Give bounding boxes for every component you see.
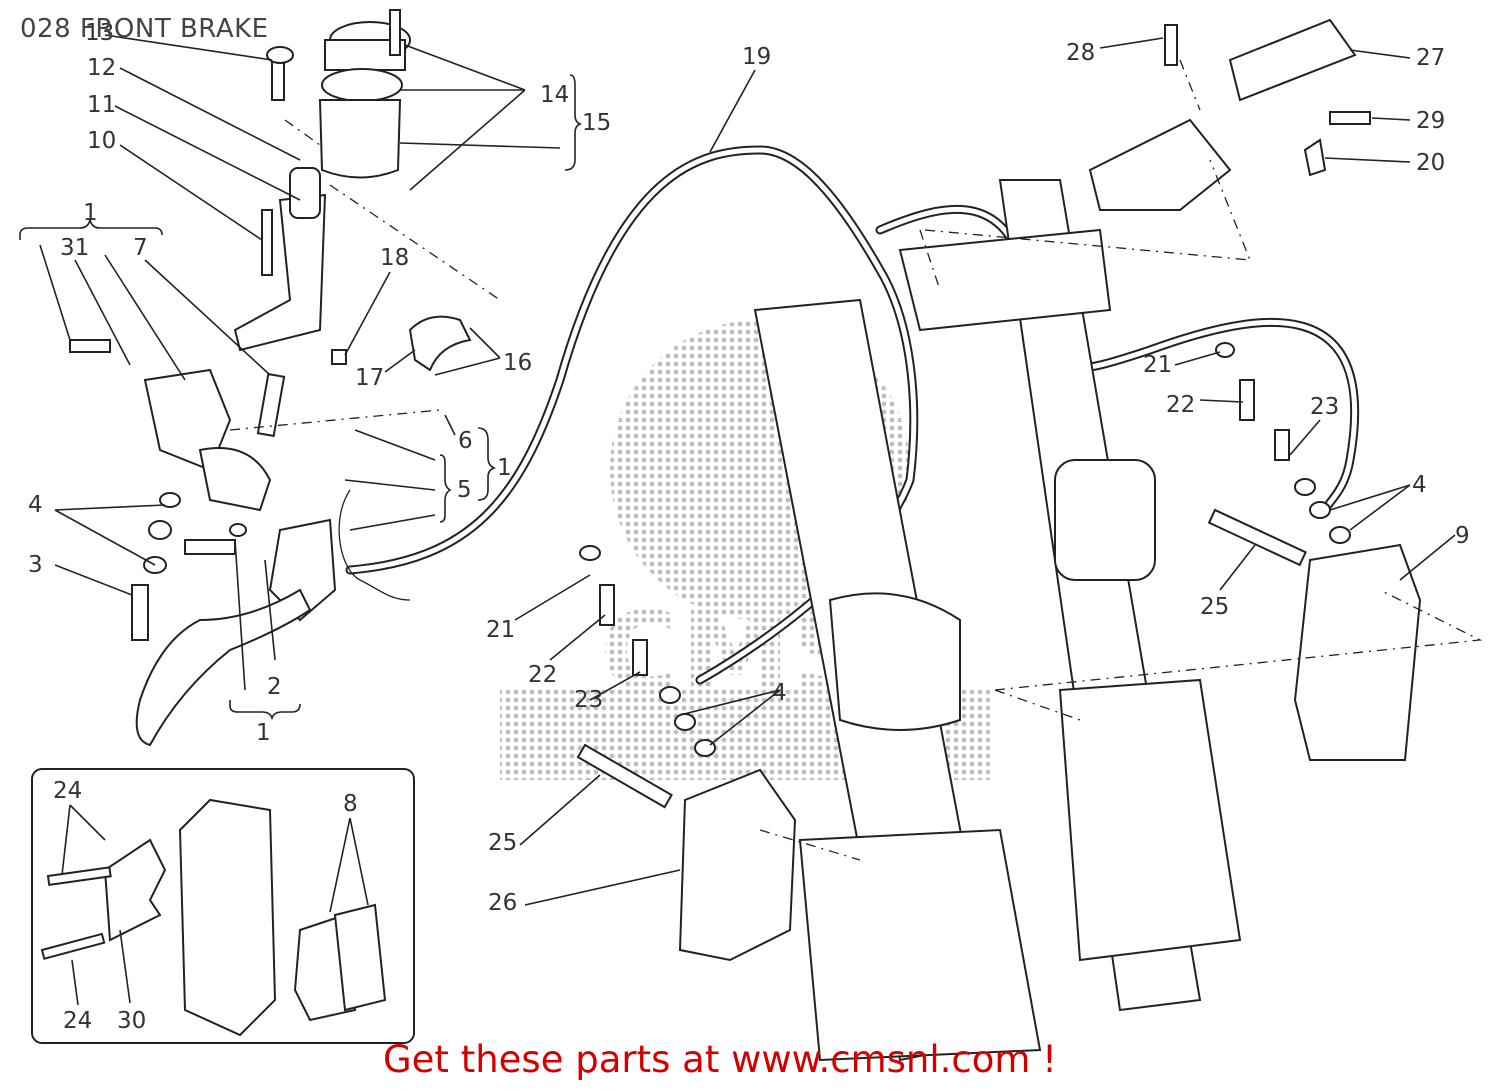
callout-25b: 25 xyxy=(488,830,517,856)
callout-28: 28 xyxy=(1066,40,1095,66)
callout-2: 2 xyxy=(267,674,282,700)
callout-8: 8 xyxy=(343,791,358,817)
callout-20: 20 xyxy=(1416,150,1445,176)
callout-13: 13 xyxy=(85,20,114,46)
front-fork xyxy=(753,179,1242,1062)
callout-23b: 23 xyxy=(574,687,603,713)
callout-19: 19 xyxy=(742,44,771,70)
callout-4a: 4 xyxy=(28,492,43,518)
inset-pads-box xyxy=(31,768,415,1044)
callout-22a: 22 xyxy=(1166,392,1195,418)
master-cylinder xyxy=(135,21,472,747)
assembly-lines xyxy=(229,59,1483,861)
cta-link[interactable]: Get these parts at www.cmsnl.com ! xyxy=(383,1038,1058,1081)
callout-18: 18 xyxy=(380,245,409,271)
callout-4c: 4 xyxy=(772,680,787,706)
left-caliper xyxy=(678,768,797,962)
callout-1a: 1 xyxy=(83,200,98,226)
callout-29: 29 xyxy=(1416,108,1445,134)
upper-clamp xyxy=(1088,18,1357,211)
callout-14: 14 xyxy=(540,82,569,108)
callout-24b: 24 xyxy=(63,1008,92,1034)
callout-4b: 4 xyxy=(1412,472,1427,498)
callout-16: 16 xyxy=(503,350,532,376)
callout-15: 15 xyxy=(582,110,611,136)
callout-12: 12 xyxy=(87,55,116,81)
callout-21b: 21 xyxy=(486,617,515,643)
callout-17: 17 xyxy=(355,365,384,391)
hardware xyxy=(69,9,1371,809)
callout-31: 31 xyxy=(60,235,89,261)
callout-7: 7 xyxy=(133,235,148,261)
callout-30: 30 xyxy=(117,1008,146,1034)
callout-1b: 1 xyxy=(497,455,512,481)
callout-26: 26 xyxy=(488,890,517,916)
callout-11: 11 xyxy=(87,92,116,118)
callout-6: 6 xyxy=(458,428,473,454)
callout-1c: 1 xyxy=(256,720,271,746)
callout-25a: 25 xyxy=(1200,594,1229,620)
leader-lines xyxy=(19,34,1456,1006)
callout-27: 27 xyxy=(1416,45,1445,71)
page-title: 028 FRONT BRAKE xyxy=(20,14,269,44)
callout-numbers: 13 12 11 10 14 15 19 28 27 29 20 1 31 7 … xyxy=(28,20,1470,1034)
callout-5: 5 xyxy=(457,477,472,503)
callout-22b: 22 xyxy=(528,662,557,688)
callout-24a: 24 xyxy=(53,778,82,804)
callout-23a: 23 xyxy=(1310,394,1339,420)
callout-3: 3 xyxy=(28,552,43,578)
callout-21a: 21 xyxy=(1143,352,1172,378)
callout-9: 9 xyxy=(1455,523,1470,549)
callout-10: 10 xyxy=(87,128,116,154)
